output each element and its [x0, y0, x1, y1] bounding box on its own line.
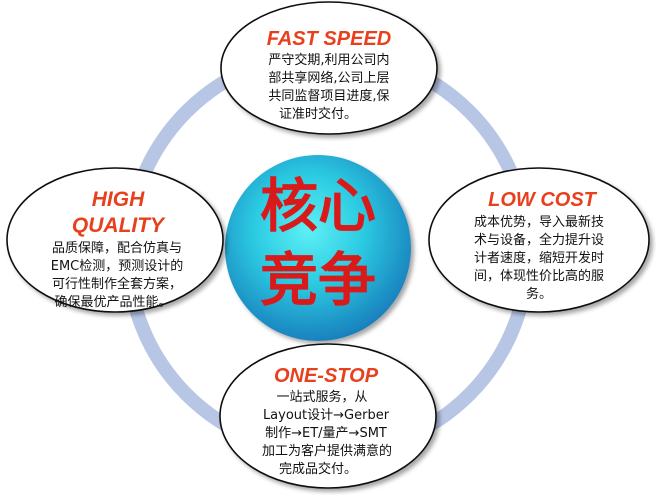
node-fast-speed-line-2: 部共享网络,公司上层: [268, 70, 389, 86]
node-fast-speed: FAST SPEED 严守交期,利用公司内 部共享网络,公司上层 共同监督项目进…: [220, 1, 438, 135]
node-fast-speed-line-1: 严守交期,利用公司内: [268, 52, 389, 68]
node-one-stop-line-4: 加工为客户提供满意的: [262, 443, 392, 459]
center-title-line2: 竞争: [260, 246, 376, 314]
center-circle: 核心 竞争: [225, 155, 411, 341]
node-low-cost-line-3: 计者速度，缩短开发时: [474, 250, 604, 266]
node-high-quality-line-4: 确保最优产品性能。: [54, 295, 171, 310]
node-fast-speed-line-3: 共同监督项目进度,保: [268, 88, 389, 104]
node-one-stop-line-3: 制作→ET/量产→SMT: [265, 426, 387, 441]
node-low-cost: LOW COST 成本优势，导入最新技 术与设备，全力提升设 计者速度，缩短开发…: [428, 167, 650, 313]
node-fast-speed-title: FAST SPEED: [267, 28, 391, 50]
node-high-quality-title-line1: HIGH: [92, 188, 145, 211]
node-high-quality-line-2: EMC检测，预测设计的: [51, 258, 184, 274]
node-fast-speed-line-4: 证准时交付。: [279, 106, 357, 122]
node-low-cost-line-2: 术与设备，全力提升设: [474, 232, 604, 248]
node-one-stop: ONE-STOP 一站式服务，从 Layout设计→Gerber 制作→ET/量…: [219, 343, 437, 489]
node-one-stop-title: ONE-STOP: [274, 365, 379, 387]
node-one-stop-line-2: Layout设计→Gerber: [263, 408, 390, 423]
node-high-quality-line-3: 可行性制作全套方案，: [52, 276, 182, 292]
center-title-line1: 核心: [260, 172, 376, 240]
node-low-cost-title: LOW COST: [488, 189, 598, 211]
node-high-quality: HIGH QUALITY 品质保障，配合仿真与 EMC检测，预测设计的 可行性制…: [6, 167, 224, 313]
node-low-cost-line-4: 间，体现性价比高的服: [474, 268, 604, 284]
node-low-cost-line-5: 务。: [526, 286, 552, 302]
node-one-stop-line-5: 完成品交付。: [279, 461, 357, 477]
node-high-quality-line-1: 品质保障，配合仿真与: [52, 241, 182, 256]
node-high-quality-title-line2: QUALITY: [72, 214, 166, 237]
node-low-cost-line-1: 成本优势，导入最新技: [474, 214, 604, 230]
node-one-stop-line-1: 一站式服务，从: [276, 389, 367, 405]
